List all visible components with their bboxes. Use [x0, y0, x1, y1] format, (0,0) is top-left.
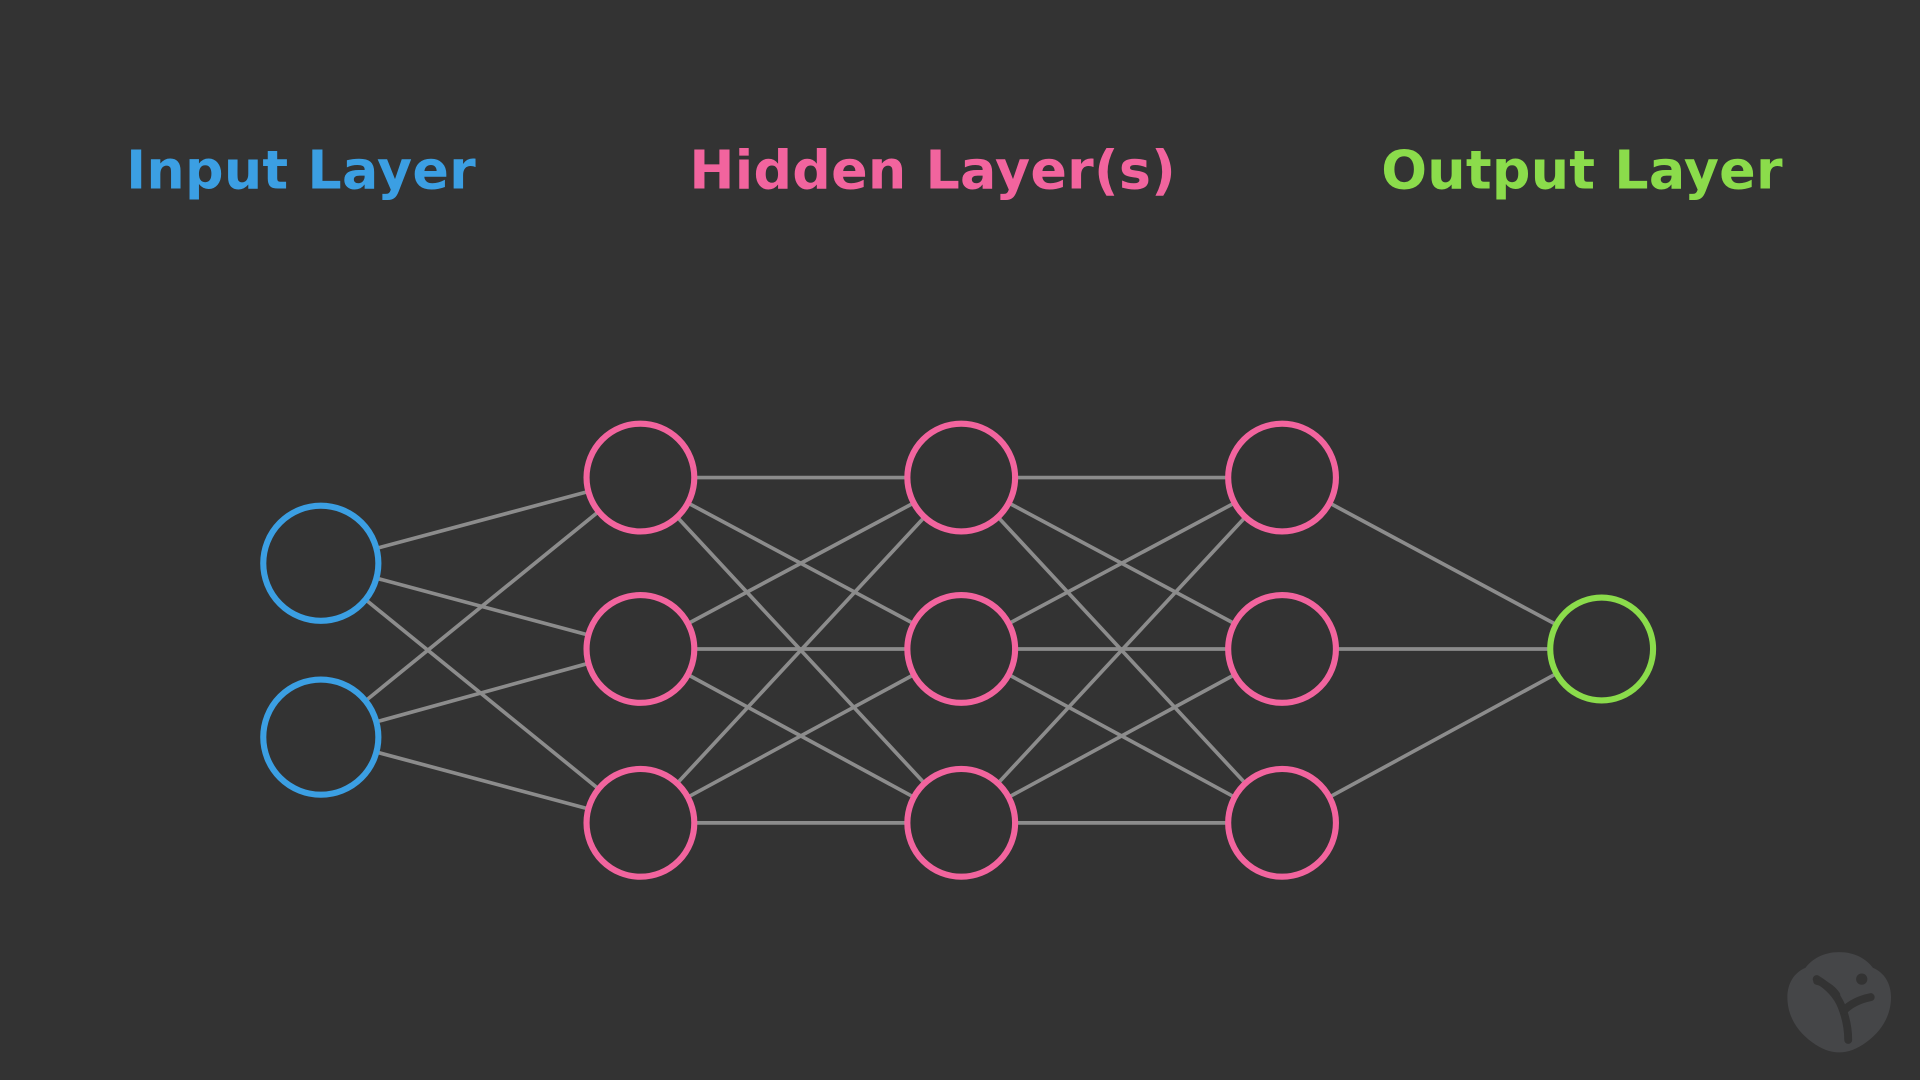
edges-group — [363, 475, 1559, 825]
hidden-node[interactable] — [904, 592, 1019, 706]
connection-edge — [374, 750, 591, 811]
connection-edge — [363, 509, 601, 703]
connection-edge — [1327, 501, 1559, 627]
input-node[interactable] — [260, 676, 382, 798]
hidden-node[interactable] — [904, 420, 1019, 535]
hidden-node[interactable] — [1225, 592, 1339, 706]
hidden-node[interactable] — [1225, 765, 1339, 880]
hidden-node[interactable] — [583, 420, 698, 535]
input-node[interactable] — [260, 502, 382, 624]
hidden-node[interactable] — [583, 592, 698, 706]
layer-label-input: Input Layer — [126, 139, 476, 203]
connection-edge — [675, 515, 927, 786]
hidden-node[interactable] — [1225, 420, 1339, 535]
layer-label-output: Output Layer — [1381, 139, 1783, 203]
connection-edge — [1006, 501, 1237, 626]
layer-label-hidden: Hidden Layer(s) — [689, 139, 1176, 203]
connection-edge — [1006, 672, 1237, 800]
nodes-group — [260, 420, 1657, 880]
connection-edge — [996, 515, 1248, 786]
output-node[interactable] — [1547, 594, 1657, 704]
connection-edge — [374, 661, 591, 724]
connection-edge — [1327, 671, 1559, 799]
hidden-node[interactable] — [904, 765, 1019, 880]
hidden-node[interactable] — [583, 765, 698, 880]
connection-edge — [374, 489, 591, 551]
connection-edge — [685, 672, 916, 800]
connection-edge — [686, 501, 916, 626]
